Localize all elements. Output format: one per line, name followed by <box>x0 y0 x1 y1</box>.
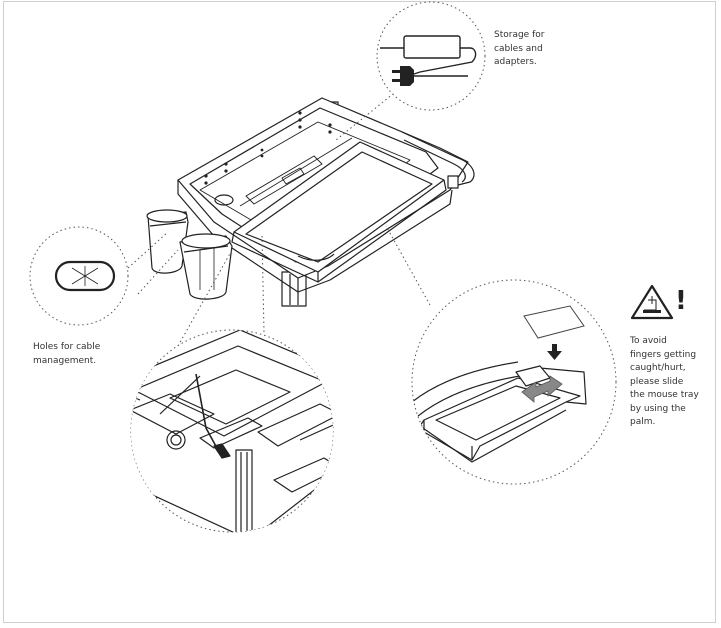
keyboard-tray <box>231 141 447 283</box>
callout-storage <box>376 1 486 111</box>
storage-label: Storage for cables and adapters. <box>494 30 545 67</box>
tray-cable-hole <box>214 194 234 206</box>
down-arrow-icon <box>547 344 562 360</box>
mouse-tray-drawing <box>412 361 587 463</box>
mouse-pad-sheet <box>523 305 585 339</box>
power-adapter-icon <box>380 35 477 75</box>
callout-cable-hole <box>29 226 129 326</box>
side-handle <box>401 131 475 189</box>
warning-label: To avoid fingers getting caught/hurt, pl… <box>630 336 699 427</box>
holes-label: Holes for cable management. <box>33 342 101 366</box>
power-plug-icon <box>392 66 468 86</box>
callout-bottom-detail <box>130 329 334 533</box>
cable-hole-icon <box>54 260 116 292</box>
storage-baskets <box>146 209 233 300</box>
pinch-hazard-warning-icon <box>630 284 674 320</box>
figure-frame <box>3 1 716 623</box>
exclamation-icon: ! <box>675 286 687 316</box>
slide-arrow-icon <box>521 375 563 403</box>
callout-mouse-tray <box>411 279 617 485</box>
cart-drawing <box>146 97 475 307</box>
screw-holes <box>204 111 332 185</box>
